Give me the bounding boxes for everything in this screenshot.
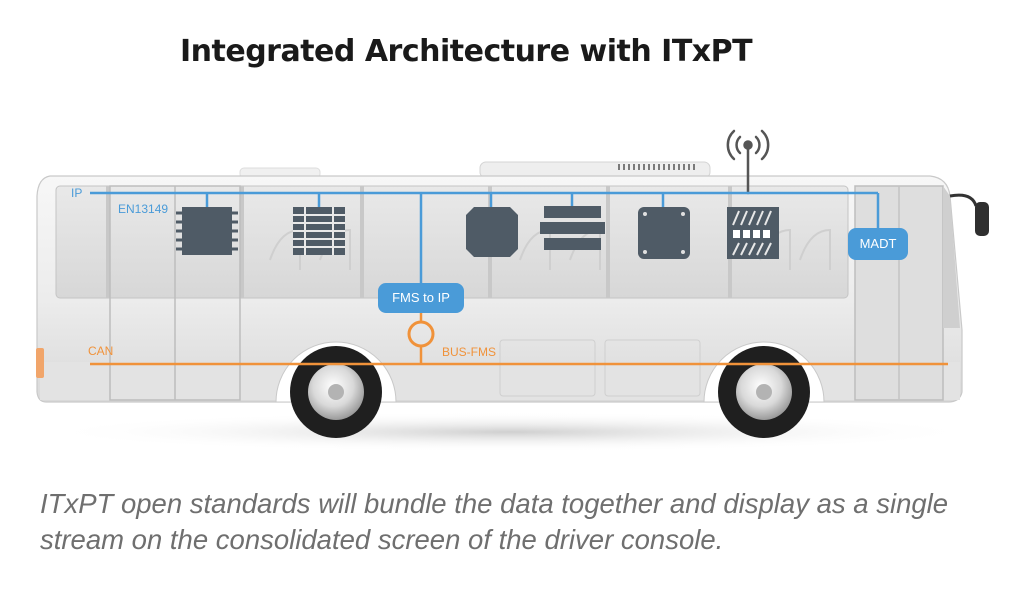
wheel-icon [718, 346, 810, 438]
fms-to-ip-box [378, 283, 464, 313]
ip-label: IP [71, 186, 82, 200]
lower-panel-1 [499, 339, 596, 397]
mirror-icon [949, 193, 989, 236]
device-icon [176, 207, 238, 255]
windshield [943, 186, 960, 328]
en13149-label: EN13149 [118, 202, 168, 216]
caption-text: ITxPT open standards will bundle the dat… [40, 488, 949, 555]
fms-to-ip-label: FMS to IP [392, 290, 450, 305]
device-icon [540, 206, 605, 250]
tail-light [36, 348, 44, 378]
antenna-icon [726, 129, 770, 195]
ip-network [90, 191, 880, 283]
diagram-title: Integrated Architecture with ITxPT [180, 34, 753, 69]
device-icon [727, 207, 779, 259]
roof-vent [618, 164, 695, 170]
ground-shadow [40, 412, 980, 452]
device-icon [293, 207, 345, 255]
bus-fms-label: BUS-FMS [442, 345, 496, 359]
device-icon [638, 207, 690, 259]
can-label: CAN [88, 344, 113, 358]
device-icon [466, 207, 518, 257]
can-network [90, 312, 948, 366]
lower-panel-2 [604, 339, 701, 397]
madt-label: MADT [860, 236, 897, 251]
madt-box [848, 228, 908, 260]
wheel-icon [290, 346, 382, 438]
bus-architecture-diagram: FMS to IP MADT IP EN13149 CAN BUS-FMS [36, 129, 989, 452]
